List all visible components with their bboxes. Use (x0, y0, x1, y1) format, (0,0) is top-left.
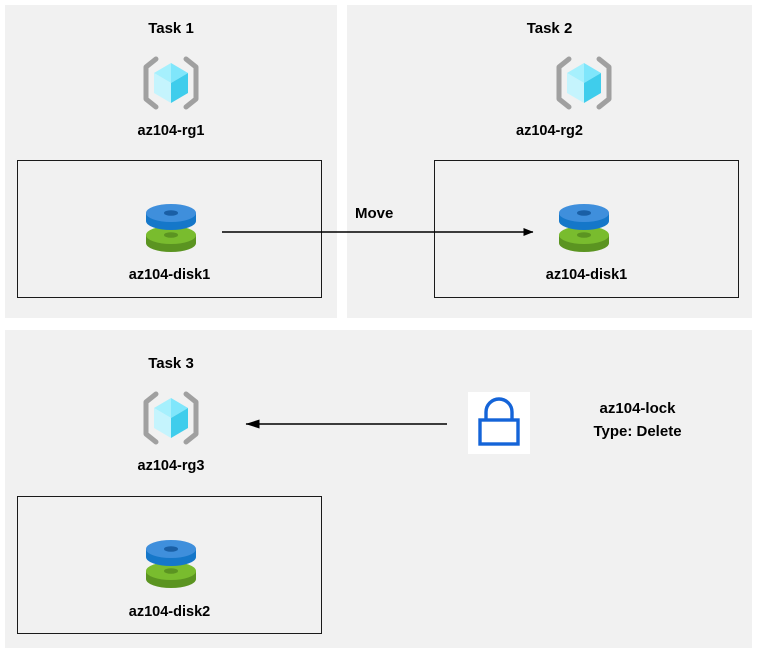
resource-group-cube-icon (551, 55, 617, 111)
resource-name-3: az104-disk2 (128, 604, 211, 620)
managed-disk-icon (138, 533, 204, 595)
panel-task-3 (5, 330, 752, 648)
panel-task-1 (5, 5, 337, 318)
resource-name-1: az104-disk1 (128, 267, 211, 283)
panel-task-2 (347, 5, 752, 318)
resource-group-name-1: az104-rg1 (137, 123, 205, 139)
resource-group-name-2: az104-rg2 (516, 123, 583, 139)
resource-box-3 (17, 496, 322, 634)
resource-group-name-3: az104-rg3 (137, 458, 205, 474)
lock-name: az104-lock (599, 400, 676, 417)
task-2-title: Task 2 (526, 20, 573, 37)
task-1-title: Task 1 (148, 20, 194, 37)
task-3-title: Task 3 (148, 355, 194, 372)
managed-disk-icon (551, 197, 617, 259)
resource-box-2 (434, 160, 739, 298)
lock-tile (468, 392, 530, 454)
lock-type: Type: Delete (593, 423, 682, 440)
managed-disk-icon (138, 197, 204, 259)
resource-name-2: az104-disk1 (545, 267, 628, 283)
resource-group-cube-icon (138, 390, 204, 446)
padlock-icon (478, 397, 520, 446)
resource-box-1 (17, 160, 322, 298)
move-label: Move (355, 205, 394, 222)
resource-group-cube-icon (138, 55, 204, 111)
